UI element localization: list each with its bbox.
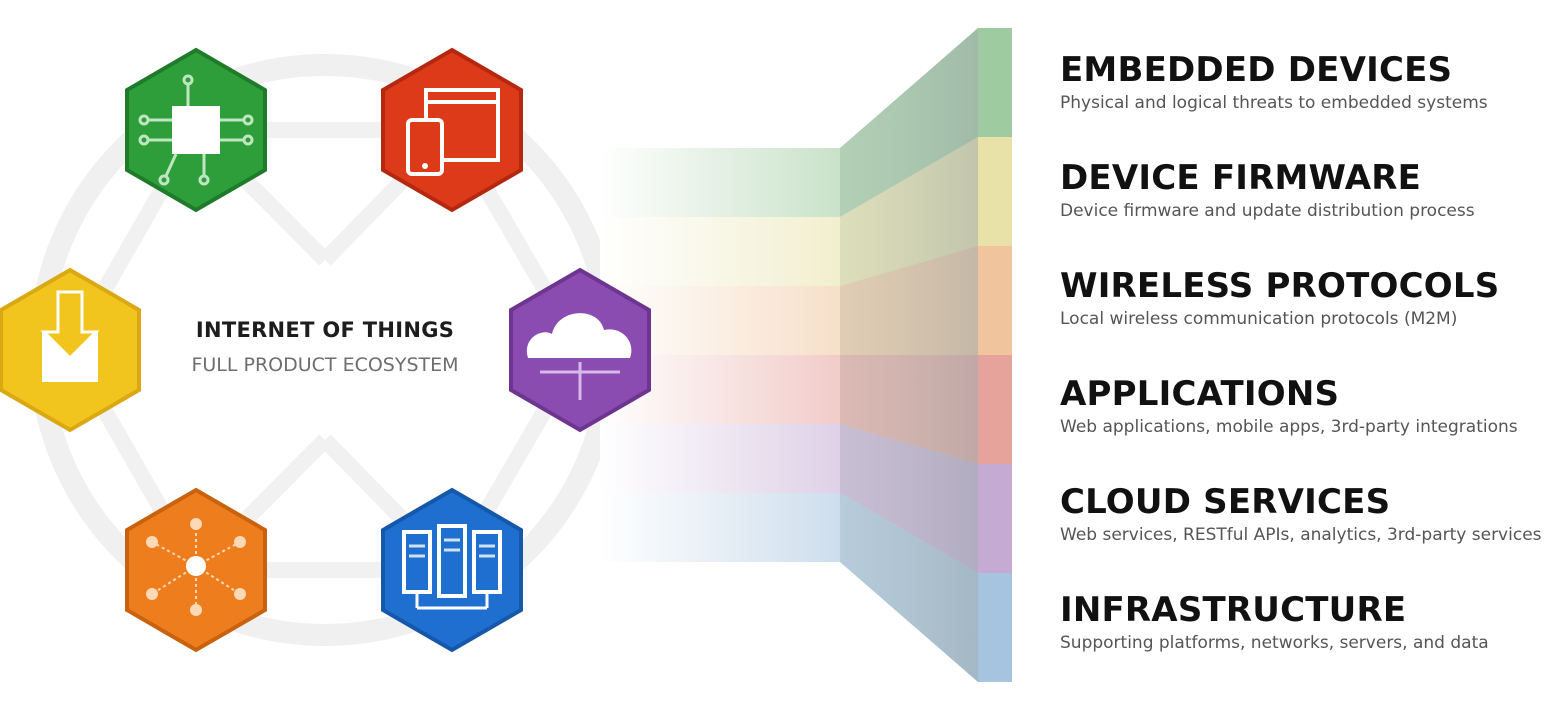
download-chip-icon (0, 267, 141, 433)
layer-color-column (978, 137, 1012, 246)
layer-color-column (978, 464, 1012, 573)
layer-cloud-services: CLOUD SERVICES Web services, RESTful API… (1060, 482, 1542, 546)
perspective-wall (840, 28, 978, 682)
devices-icon (381, 47, 523, 213)
layer-color-column (978, 28, 1012, 137)
ecosystem-subtitle: FULL PRODUCT ECOSYSTEM (191, 354, 459, 376)
layer-title: CLOUD SERVICES (1060, 482, 1391, 522)
servers-icon (381, 487, 523, 653)
background-lines (63, 122, 587, 578)
layer-infrastructure: INFRASTRUCTURE Supporting platforms, net… (1060, 590, 1489, 654)
layer-embedded-devices: EMBEDDED DEVICES Physical and logical th… (1060, 50, 1488, 114)
layer-title: INFRASTRUCTURE (1060, 590, 1407, 630)
network-icon (125, 487, 267, 653)
layer-color-column (978, 573, 1012, 682)
ecosystem-title: INTERNET OF THINGS (195, 318, 455, 342)
chip-icon (125, 47, 267, 213)
layer-title: WIRELESS PROTOCOLS (1060, 266, 1500, 306)
layer-wireless-protocols: WIRELESS PROTOCOLS Local wireless commun… (1060, 266, 1499, 330)
layer-description: Device firmware and update distribution … (1060, 201, 1475, 221)
layer-title: EMBEDDED DEVICES (1060, 50, 1453, 90)
layer-description: Supporting platforms, networks, servers,… (1060, 633, 1489, 653)
layer-description: Local wireless communication protocols (… (1060, 309, 1458, 329)
layer-title: APPLICATIONS (1060, 374, 1340, 414)
layer-color-column (978, 246, 1012, 355)
layer-description: Web applications, mobile apps, 3rd-party… (1060, 417, 1518, 437)
layer-title: DEVICE FIRMWARE (1060, 158, 1422, 198)
layer-description: Web services, RESTful APIs, analytics, 3… (1060, 525, 1542, 545)
cloud-icon (509, 267, 651, 433)
layer-description: Physical and logical threats to embedded… (1060, 93, 1488, 113)
layer-device-firmware: DEVICE FIRMWARE Device firmware and upda… (1060, 158, 1475, 222)
layer-color-column (978, 355, 1012, 464)
layer-applications: APPLICATIONS Web applications, mobile ap… (1060, 374, 1518, 438)
